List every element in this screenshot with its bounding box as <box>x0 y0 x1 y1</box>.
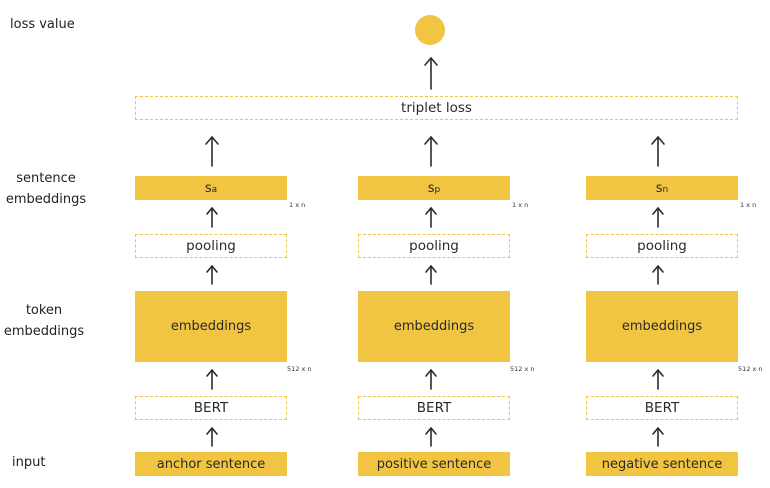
triplet-loss-label: triplet loss <box>401 100 472 116</box>
input-sentence-box: negative sentence <box>586 452 738 476</box>
token-dim-label: 512 x n <box>510 365 535 373</box>
token-embeddings-box: embeddings <box>358 291 510 362</box>
pooling-box: pooling <box>586 234 738 258</box>
loss-value-circle <box>415 15 445 45</box>
bert-box: BERT <box>586 396 738 420</box>
arrow-icon <box>652 207 664 228</box>
label-loss-value: loss value <box>10 17 75 32</box>
token-dim-label: 512 x n <box>738 365 763 373</box>
arrow-icon <box>206 265 218 285</box>
label-sentence-embeddings: sentence embeddings <box>5 171 87 207</box>
bert-box: BERT <box>135 396 287 420</box>
arrow-icon <box>652 265 664 285</box>
arrow-icon <box>425 265 437 285</box>
input-sentence-box: anchor sentence <box>135 452 287 476</box>
input-sentence-box: positive sentence <box>358 452 510 476</box>
arrow-icon <box>206 369 218 390</box>
arrow-icon <box>425 427 437 447</box>
arrow-icon <box>205 136 219 167</box>
sentence-embedding-label: sn <box>655 180 669 196</box>
arrow-icon <box>424 136 438 167</box>
pooling-box: pooling <box>358 234 510 258</box>
token-embeddings-label: embeddings <box>621 319 703 334</box>
arrow-icon <box>652 369 664 390</box>
sentence-embedding-label: sp <box>427 180 441 196</box>
input-sentence-label: positive sentence <box>376 456 492 472</box>
pooling-label: pooling <box>637 238 687 254</box>
bert-label: BERT <box>644 400 680 416</box>
pooling-label: pooling <box>186 238 236 254</box>
bert-label: BERT <box>193 400 229 416</box>
label-token-embeddings: token embeddings <box>3 303 85 339</box>
sentence-dim-label: 1 x n <box>289 201 306 209</box>
bert-label: BERT <box>416 400 452 416</box>
arrow-icon <box>425 369 437 390</box>
sentence-dim-label: 1 x n <box>740 201 757 209</box>
sentence-embedding-box: sa <box>135 176 287 200</box>
sentence-embedding-box: sn <box>586 176 738 200</box>
token-dim-label: 512 x n <box>287 365 312 373</box>
token-embeddings-label: embeddings <box>170 319 252 334</box>
arrow-icon <box>651 136 665 167</box>
arrow-icon <box>425 207 437 228</box>
arrow-icon <box>206 207 218 228</box>
input-sentence-label: anchor sentence <box>156 456 266 472</box>
token-embeddings-box: embeddings <box>586 291 738 362</box>
sentence-dim-label: 1 x n <box>512 201 529 209</box>
arrow-icon <box>206 427 218 447</box>
token-embeddings-label: embeddings <box>393 319 475 334</box>
label-input: input <box>12 455 46 470</box>
sentence-embedding-box: sp <box>358 176 510 200</box>
pooling-box: pooling <box>135 234 287 258</box>
arrow-icon <box>652 427 664 447</box>
sentence-embedding-label: sa <box>204 180 218 196</box>
token-embeddings-box: embeddings <box>135 291 287 362</box>
arrow-icon <box>424 57 438 90</box>
bert-box: BERT <box>358 396 510 420</box>
pooling-label: pooling <box>409 238 459 254</box>
triplet-loss-box: triplet loss <box>135 96 738 120</box>
input-sentence-label: negative sentence <box>601 456 723 472</box>
